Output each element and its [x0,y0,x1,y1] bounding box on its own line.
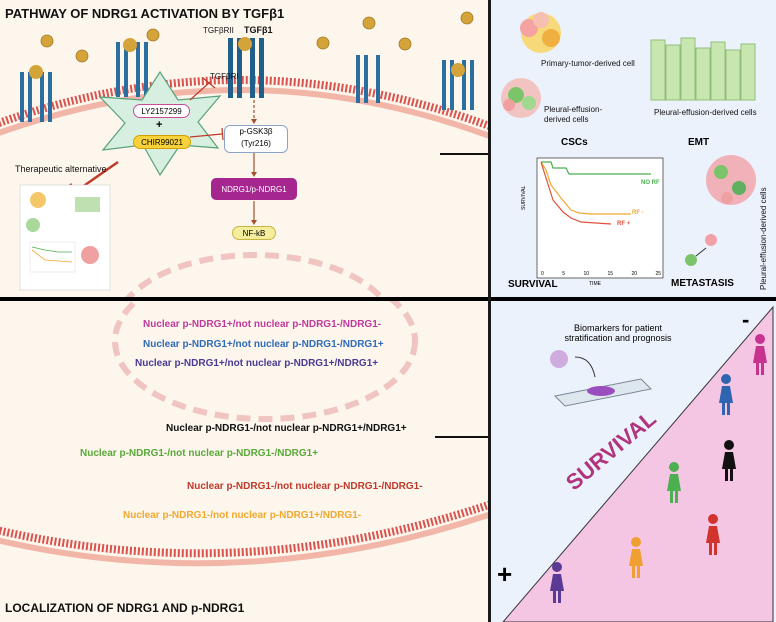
km-plot-frame [536,157,664,279]
biomarkers-text: Biomarkers for patient stratification an… [548,323,688,343]
localization-item-7: Nuclear p-NDRG1-/not nuclear p-NDRG1+/ND… [123,510,362,521]
pleural-cells-cluster [501,78,541,118]
vertical-divider [488,0,491,622]
pathway-panel: PATHWAY OF NDRG1 ACTIVATION BY TGFβ1 TGF… [0,0,488,297]
inhibit-line-tgfbri [189,81,211,101]
plus-sign: + [156,119,163,131]
localization-item-2: Nuclear p-NDRG1+/not nuclear p-NDRG1-/ND… [143,339,384,350]
km-line-no-rf [541,161,651,175]
ndrg1-box: NDRG1/p-NDRG1 [211,178,297,200]
tgfb1-label: TGFβ1 [244,25,273,35]
gsk-box: p-GSK3β (Tyr216) [224,125,288,153]
km-line-rf-minus [540,161,631,215]
primary-tumor-cells [520,12,561,53]
membrane-outer [0,76,488,130]
tissue-cells-icon [550,350,568,368]
localization-drawing [0,301,488,567]
km-xlabel: TIME [589,281,601,287]
tgfbrii-label: TGFβRII [203,26,234,35]
km-ylabel: SURVIVAL [521,185,527,210]
pleural-emt-label: Pleural-effusion-derived cells [654,108,757,117]
inhibitor-star [98,70,222,177]
localization-item-5: Nuclear p-NDRG1-/not nuclear p-NDRG1-/ND… [80,448,319,459]
localization-title: LOCALIZATION OF NDRG1 AND p-NDRG1 [5,601,245,615]
figure-green [667,462,681,503]
gsk-site-label: (Tyr216) [241,139,271,148]
km-rf-plus-label: RF + [617,221,631,227]
tissue-sample [587,386,615,396]
km-xticks: 0 5 10 15 20 25 [541,271,661,277]
km-no-rf-label: NO RF [641,180,660,186]
plus-sign-bottom: + [497,559,513,589]
figure-orange [629,537,643,578]
km-xtick: 15 [607,271,613,277]
nucleus-membrane [125,252,385,297]
primary-tumor-label: Primary-tumor-derived cell [541,59,635,68]
metastasis-label: METASTASIS [671,278,734,289]
receptor-center [116,38,148,97]
localization-panel: Nuclear p-NDRG1+/not nuclear p-NDRG1-/ND… [0,301,488,622]
localization-item-4: Nuclear p-NDRG1-/not nuclear p-NDRG1+/ND… [166,423,407,434]
horizontal-divider [0,297,776,301]
emt-label: EMT [688,137,710,148]
figure-blue [719,374,733,415]
phenotype-panel: Primary-tumor-derived cell Pleural-effus… [491,0,776,297]
km-xtick: 20 [631,271,637,277]
biomarkers-line-1: Biomarkers for patient [573,323,663,333]
ligands [40,11,474,63]
nucleus-membrane-bottom [112,301,418,422]
km-xtick: 25 [655,271,661,277]
pleural-vertical-label: Pleural-effusion-derived cells [759,187,768,290]
nfkb-pill: NF-kB [232,226,276,240]
receptor-right-2 [442,60,474,110]
figure-red [706,514,720,555]
membrane-bottom-outer [0,500,488,558]
receptor-main [228,37,264,98]
pathway-title: PATHWAY OF NDRG1 ACTIVATION BY TGFβ1 [5,6,285,21]
phenotype-drawing [501,12,756,279]
membrane-bottom-inner [0,511,488,567]
emt-cells [650,37,756,101]
receptor-right-1 [356,55,380,103]
km-xtick: 5 [562,271,565,277]
tgfbri-label: TGFβRI [210,72,239,81]
pathway-drawing [0,11,488,297]
biomarkers-drawing [502,305,774,622]
figure-magenta [753,334,767,375]
chir99021-pill: CHIR99021 [133,135,191,149]
km-xtick: 0 [541,271,544,277]
metastasis-cluster [685,155,756,266]
gsk-label: p-GSK3β [239,127,273,136]
biomarkers-line-2: stratification and prognosis [564,333,672,343]
patient-figures [550,334,767,603]
survival-triangle [502,305,774,622]
localization-item-1: Nuclear p-NDRG1+/not nuclear p-NDRG1-/ND… [143,319,382,330]
figure-purple [550,562,564,603]
figure-black [722,440,736,481]
localization-item-3: Nuclear p-NDRG1+/not nuclear p-NDRG1+/ND… [135,358,379,369]
km-rf-minus-label: RF - [632,210,644,216]
therapeutic-label: Therapeutic alternative [15,164,107,174]
cscs-label: CSCs [561,137,588,148]
ly2157299-pill: LY2157299 [133,104,190,118]
receptor-left [20,65,52,122]
pleural-label-2: derived cells [544,115,589,124]
survival-label: SURVIVAL [508,279,558,290]
inhibit-line-gsk [189,133,223,138]
pleural-label-1: Pleural-effusion- [544,105,603,114]
km-xtick: 10 [583,271,589,277]
localization-item-6: Nuclear p-NDRG1-/not nuclear p-NDRG1-/ND… [187,481,423,492]
minus-sign: - [742,307,750,332]
biomarkers-panel: Biomarkers for patient stratification an… [491,301,776,622]
km-line-rf-plus [540,161,612,225]
